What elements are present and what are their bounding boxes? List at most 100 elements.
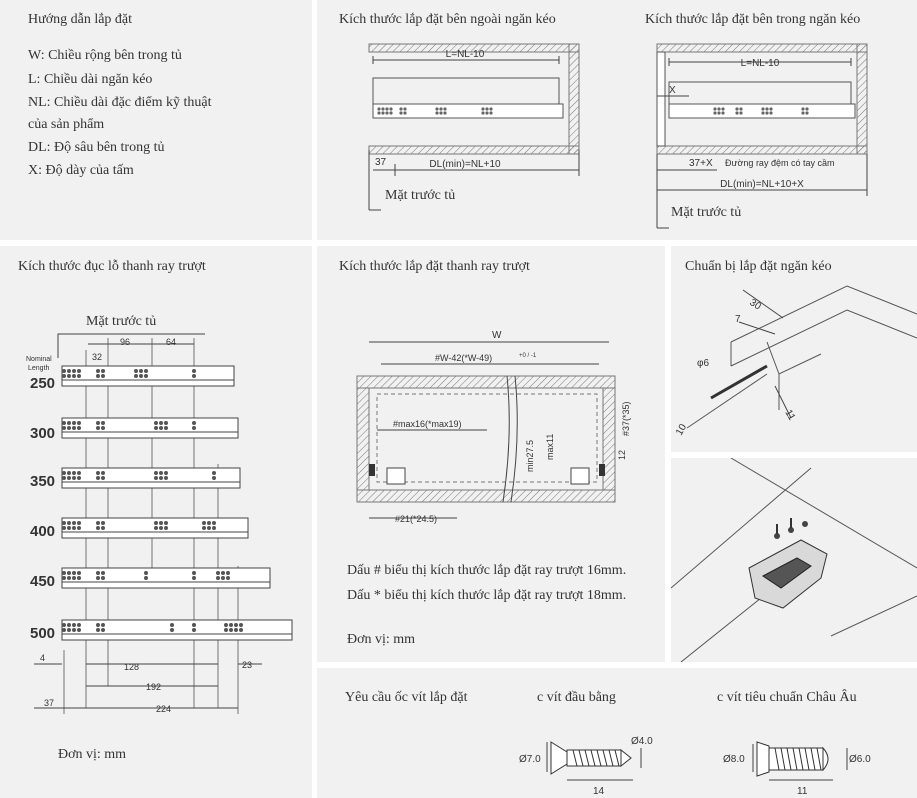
rail-hole <box>62 521 66 525</box>
rail-hole <box>67 521 71 525</box>
inside-rail-note: Đường ray đệm có tay cầm <box>725 158 834 168</box>
rail-hole <box>62 571 66 575</box>
prep-panel: Chuẩn bị lắp đặt ngăn kéo 30 7 φ6 11 10 <box>671 246 917 452</box>
euro-screw: Ø8.0 Ø6.0 11 <box>723 741 871 797</box>
inside-dim-x: X <box>669 85 676 96</box>
inside-slide-rail <box>668 103 856 119</box>
rail-hole <box>170 628 174 632</box>
inside-cabinet-back <box>856 43 868 155</box>
rail-hole <box>192 576 196 580</box>
rail-hole <box>77 471 81 475</box>
screws-drawing: Ø7.0 Ø4.0 14 Ø8.0 Ø6.0 11 <box>519 736 871 797</box>
rail-install-drawing: W #W-42(*W-49) +0 / -1 #max16(*max19) mi… <box>356 330 631 524</box>
hole-dim-224: 224 <box>156 704 171 714</box>
drawer-outline <box>376 393 598 483</box>
rail-hole <box>101 421 105 425</box>
left-rail-profile <box>386 467 406 485</box>
inside-cabinet-bottom <box>656 145 868 155</box>
outside-dim-l: L=NL-10 <box>446 49 485 60</box>
outside-drawing: 37 L=NL-10 DL(min)=NL+10 X 37+X Đường ra… <box>368 43 868 229</box>
rail-hole <box>101 623 105 627</box>
rail-hole <box>101 426 105 430</box>
dim-21: #21(*24.5) <box>395 514 437 524</box>
rail-hole <box>212 471 216 475</box>
rail-hole <box>77 476 81 480</box>
rail-hole <box>224 623 228 627</box>
dim-max11: max11 <box>545 434 555 460</box>
guide-line-nl-cont: của sản phẩm <box>28 117 105 132</box>
rail-hole <box>134 374 138 378</box>
outside-title: Kích thước lắp đặt bên ngoài ngăn kéo <box>339 12 556 27</box>
rail-hole <box>192 571 196 575</box>
right-rail-profile <box>570 467 590 485</box>
rail-hole <box>239 628 243 632</box>
rail-hole <box>101 521 105 525</box>
rail-hole <box>96 576 100 580</box>
rail-hole <box>192 421 196 425</box>
length-450: 450 <box>30 573 55 590</box>
dim-12: 12 <box>617 450 627 460</box>
rail-1 <box>61 417 239 439</box>
rail-hole <box>77 576 81 580</box>
rail-hole <box>144 571 148 575</box>
rail-hole <box>62 628 66 632</box>
rail-hole <box>207 526 211 530</box>
screws-title: Yêu cầu ốc vít lắp đặt <box>345 690 468 705</box>
flat-screw-title: c vít đầu bằng <box>537 690 616 705</box>
rail-hole <box>159 426 163 430</box>
rail-hole <box>72 521 76 525</box>
rail-hole <box>164 471 168 475</box>
inside-dim-dl: DL(min)=NL+10+X <box>720 179 804 190</box>
rail-note-2: Dấu * biểu thị kích thước lắp đặt ray tr… <box>347 588 627 603</box>
flat-dim-d4: Ø4.0 <box>631 736 653 747</box>
prep-dim-phi6: φ6 <box>697 358 709 369</box>
rail-hole <box>207 521 211 525</box>
guide-line-l: L: Chiều dài ngăn kéo <box>28 72 153 87</box>
rail-hole <box>67 571 71 575</box>
rail-hole <box>72 571 76 575</box>
prep-title: Chuẩn bị lắp đặt ngăn kéo <box>685 259 832 274</box>
guide-line-x: X: Độ dày của tấm <box>28 163 134 178</box>
rail-hole <box>67 374 71 378</box>
rail-hole <box>229 623 233 627</box>
rail-hole <box>159 526 163 530</box>
rail-hole <box>77 623 81 627</box>
inside-front-label: Mặt trước tủ <box>671 205 742 220</box>
rail-hole <box>62 623 66 627</box>
rail-hole <box>101 576 105 580</box>
flat-dim-len: 14 <box>593 786 605 797</box>
rail-hole <box>67 471 71 475</box>
rail-hole <box>202 526 206 530</box>
cabinet-bottom <box>368 145 580 155</box>
prep-dim-10: 10 <box>674 422 689 438</box>
rail-install-title: Kích thước lắp đặt thanh ray trượt <box>339 259 530 274</box>
rail-hole <box>216 576 220 580</box>
rail-hole <box>77 426 81 430</box>
rail-hole <box>154 521 158 525</box>
guide-title: Hướng dẫn lắp đặt <box>28 12 133 27</box>
rail-set <box>61 365 293 641</box>
inside-cabinet-top <box>656 43 868 53</box>
holes-title: Kích thước đục lỗ thanh ray trượt <box>18 259 206 274</box>
dim-w: W <box>492 330 502 341</box>
rail-unit: Đơn vị: mm <box>347 632 416 647</box>
rail-hole <box>72 471 76 475</box>
rail-install-panel: Kích thước lắp đặt thanh ray trượt W #W-… <box>317 246 665 662</box>
rail-hole <box>164 526 168 530</box>
rail-hole <box>234 623 238 627</box>
holes-drawing: Nominal Length 32 96 64 250 300 350 400 … <box>26 333 293 714</box>
cabinet-bottom-section <box>356 489 616 503</box>
guide-line-w: W: Chiều rộng bên trong tủ <box>28 48 182 63</box>
rail-hole <box>159 521 163 525</box>
rail-hole <box>62 576 66 580</box>
hole-dim-64: 64 <box>166 337 176 347</box>
length-350: 350 <box>30 473 55 490</box>
outside-front-label: Mặt trước tủ <box>385 188 456 203</box>
rail-hole <box>96 369 100 373</box>
rail-hole <box>192 426 196 430</box>
length-300: 300 <box>30 425 55 442</box>
holes-front-label: Mặt trước tủ <box>86 314 157 329</box>
rail-hole <box>224 628 228 632</box>
euro-screw-title: c vít tiêu chuẩn Châu Âu <box>717 690 857 705</box>
rail-hole <box>239 623 243 627</box>
